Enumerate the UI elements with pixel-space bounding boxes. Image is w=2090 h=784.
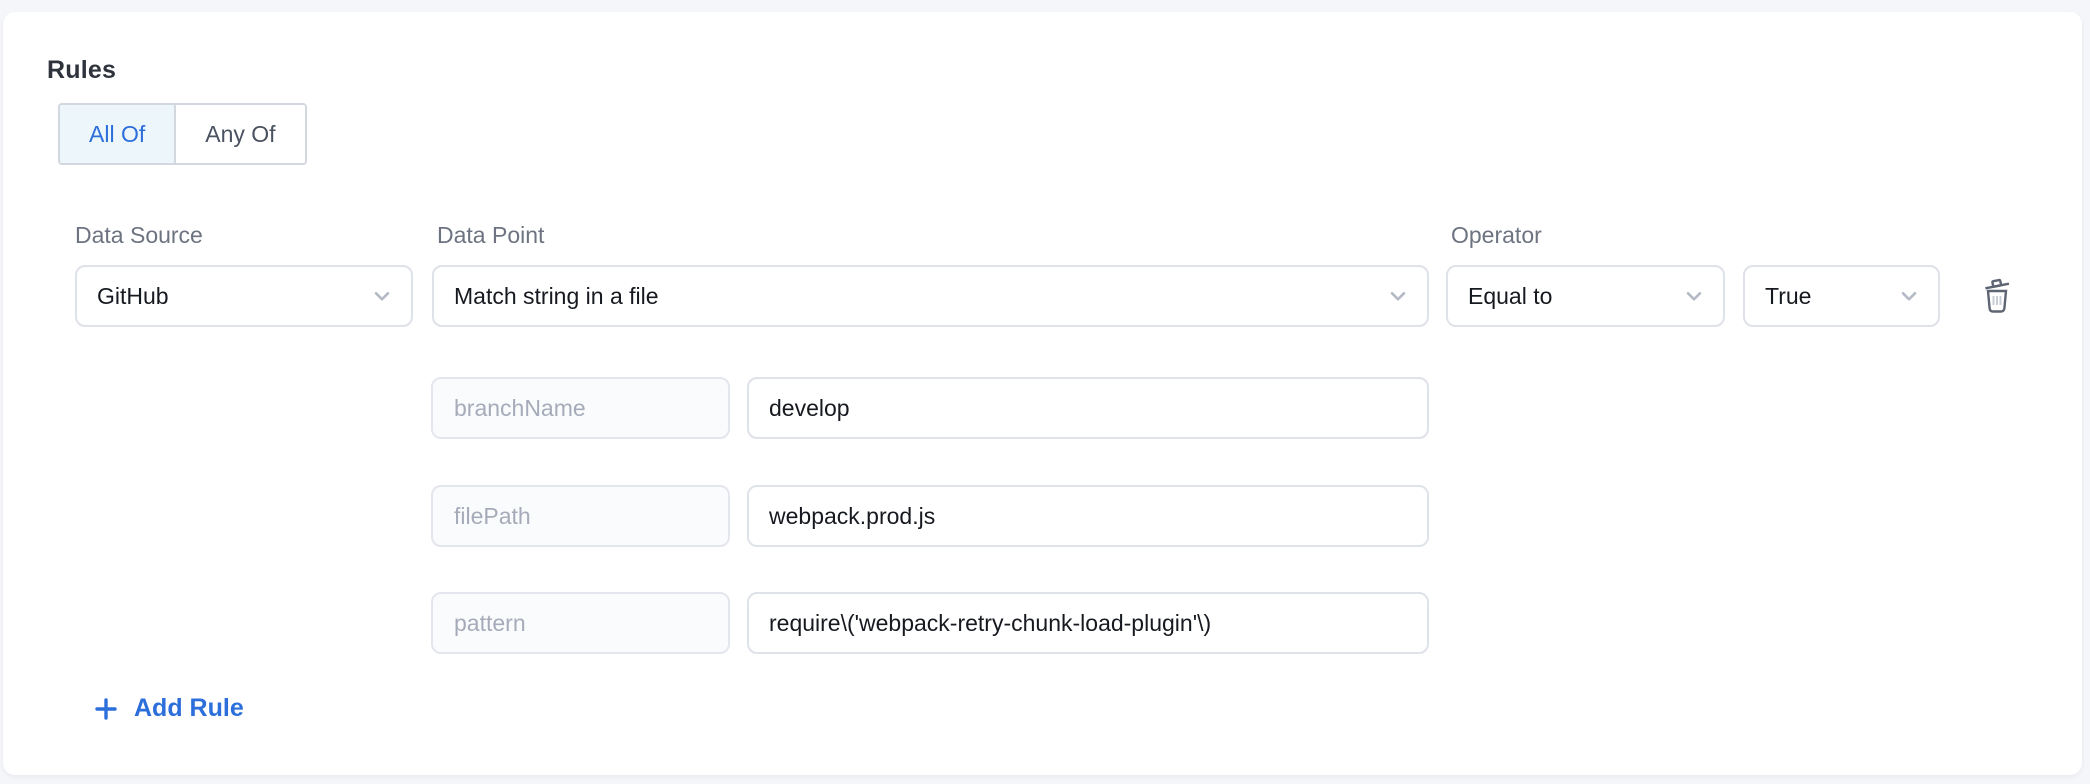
trash-icon [1980, 276, 2014, 319]
data-point-select[interactable]: Match string in a file [432, 265, 1429, 327]
rules-heading: Rules [47, 56, 117, 84]
any-of-button[interactable]: Any Of [174, 105, 305, 163]
chevron-down-icon [1896, 283, 1922, 309]
all-of-button[interactable]: All Of [60, 105, 175, 163]
rules-card: Rules All Of Any Of Data Source Data Poi… [3, 12, 2082, 775]
param-input-filepath[interactable] [747, 485, 1429, 547]
combinator-toggle: All Of Any Of [58, 103, 307, 165]
operator-select[interactable]: Equal to [1446, 265, 1725, 327]
data-source-label: Data Source [75, 222, 203, 248]
data-source-value: GitHub [97, 282, 169, 309]
param-key-filepath: filePath [431, 485, 730, 547]
param-input-pattern[interactable] [747, 592, 1429, 654]
add-rule-button[interactable]: Add Rule [93, 694, 244, 723]
data-point-value: Match string in a file [454, 282, 659, 309]
data-source-select[interactable]: GitHub [75, 265, 413, 327]
chevron-down-icon [369, 283, 395, 309]
plus-icon [93, 696, 119, 722]
operator-value-selected: True [1765, 282, 1812, 309]
delete-rule-button[interactable] [1976, 275, 2018, 319]
param-input-branchname[interactable] [747, 377, 1429, 439]
param-key-branchname: branchName [431, 377, 730, 439]
operator-value: Equal to [1468, 282, 1553, 309]
add-rule-label: Add Rule [134, 694, 244, 722]
chevron-down-icon [1681, 283, 1707, 309]
chevron-down-icon [1385, 283, 1411, 309]
operator-label: Operator [1451, 222, 1542, 248]
param-key-pattern: pattern [431, 592, 730, 654]
operator-value-select[interactable]: True [1743, 265, 1940, 327]
data-point-label: Data Point [437, 222, 545, 248]
